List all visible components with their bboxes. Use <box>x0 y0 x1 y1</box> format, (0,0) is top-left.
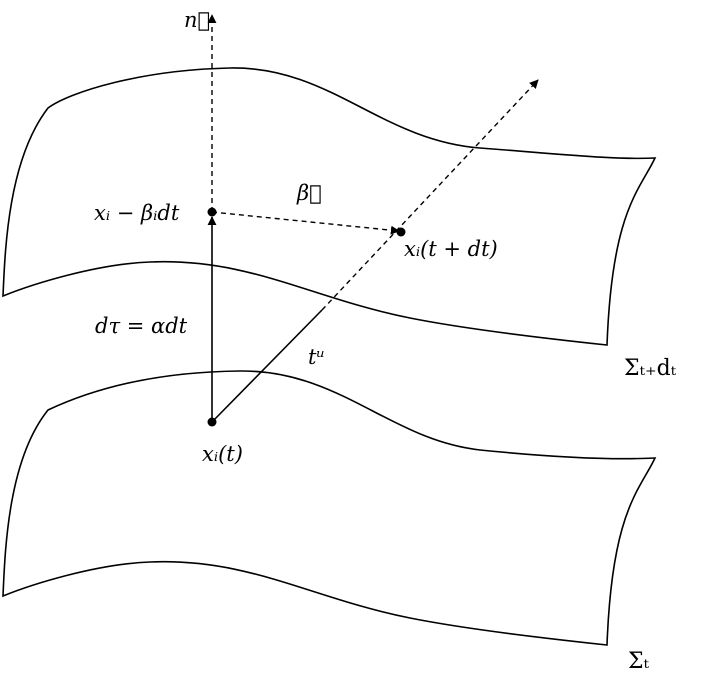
shifted-point-label: xᵢ − βᵢdt <box>94 201 180 225</box>
proper-time-label: dτ = αdt <box>95 314 188 338</box>
next-point-label: xᵢ(t + dt) <box>404 237 498 261</box>
surface-lower-label: Σₜ <box>628 649 650 674</box>
shift-vector-label: β⃗ <box>296 181 322 205</box>
time-vector-arrow <box>321 79 539 311</box>
time-vector-solid-segment <box>211 309 323 423</box>
normal-vector-label: n⃗ <box>184 8 210 32</box>
time-vector-label: tᵘ <box>308 345 325 369</box>
surface-upper-label: Σₜ₊dₜ <box>624 356 677 381</box>
next-point-dot <box>396 227 406 237</box>
surface-lower <box>2 370 657 646</box>
base-point-dot <box>207 417 217 427</box>
shift-vector-arrow <box>211 211 400 235</box>
shifted-point-dot <box>207 207 217 217</box>
surface-upper <box>2 67 657 346</box>
base-point-label: xᵢ(t) <box>202 442 243 466</box>
